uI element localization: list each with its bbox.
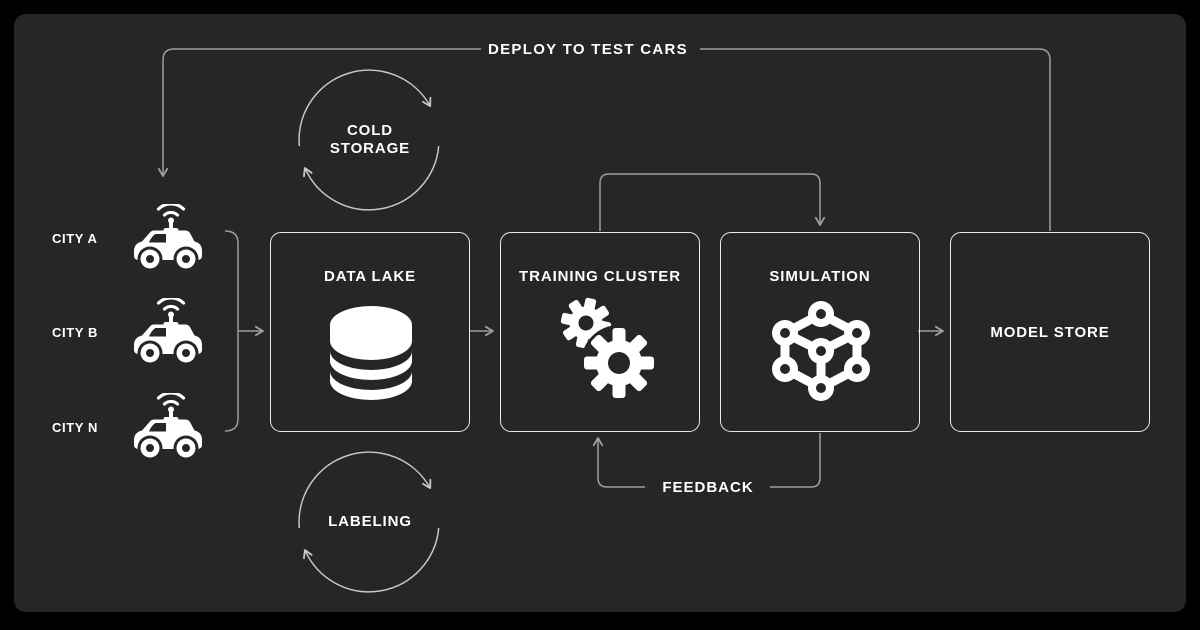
stage-title: SIMULATION xyxy=(769,268,871,285)
deploy-path-right xyxy=(700,48,1051,231)
source-label-city-n: CITY N xyxy=(52,420,98,435)
stage-box-model-store: MODEL STORE xyxy=(950,232,1150,432)
source-label-city-b: CITY B xyxy=(52,325,98,340)
stage-title: MODEL STORE xyxy=(990,323,1110,341)
feedback-path-left xyxy=(592,437,645,488)
deploy-to-test-cars-label: DEPLOY TO TEST CARS xyxy=(487,41,688,58)
stage-box-training-cluster: TRAINING CLUSTER xyxy=(500,232,700,432)
autonomous-car-icon xyxy=(128,393,208,461)
feedback-label: FEEDBACK xyxy=(662,479,754,496)
stage-title: TRAINING CLUSTER xyxy=(519,268,681,285)
cube-network-icon xyxy=(772,301,870,401)
labeling-cycle-icon xyxy=(298,451,440,593)
gears-icon xyxy=(560,297,657,401)
cold-storage-label: COLD STORAGE xyxy=(329,122,411,157)
deploy-path-left xyxy=(157,48,481,177)
autonomous-car-icon xyxy=(128,204,208,272)
stage-title: DATA LAKE xyxy=(324,268,416,285)
sources-bracket xyxy=(224,230,239,432)
feedback-path-right xyxy=(770,433,821,488)
autonomous-car-icon xyxy=(128,298,208,366)
labeling-label: LABELING xyxy=(328,513,412,530)
database-icon xyxy=(330,306,412,400)
source-label-city-a: CITY A xyxy=(52,231,98,246)
cold-storage-cycle-icon xyxy=(298,69,440,211)
stage-box-simulation: SIMULATION xyxy=(720,232,920,432)
training-to-simulation-path xyxy=(599,173,826,231)
stage-box-data-lake: DATA LAKE xyxy=(270,232,470,432)
